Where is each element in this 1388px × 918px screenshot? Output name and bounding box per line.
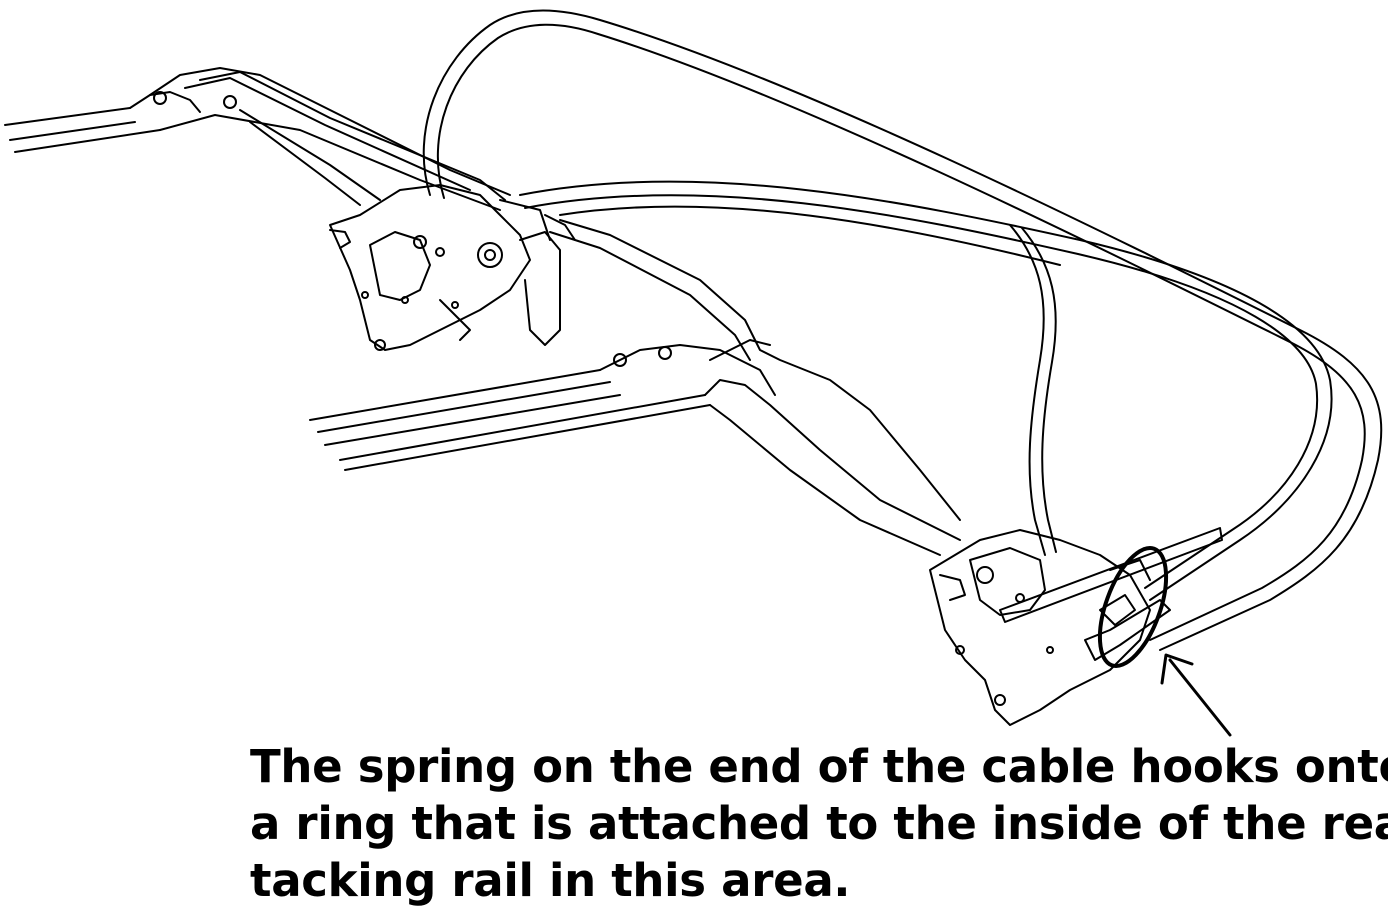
rear-cable <box>1010 225 1056 555</box>
caption-line-3: tacking rail in this area. <box>250 854 851 907</box>
right-pivot-bracket <box>930 528 1222 725</box>
left-pivot-bracket <box>330 185 560 350</box>
caption-line-1: The spring on the end of the cable hooks… <box>250 740 1388 793</box>
caption: The spring on the end of the cable hooks… <box>250 738 1388 909</box>
highlight-circle <box>1086 540 1179 675</box>
left-front-rail <box>5 68 510 210</box>
pointer-arrow <box>1162 655 1230 735</box>
rear-bow-hoop <box>424 10 1382 650</box>
middle-bow <box>520 182 1332 600</box>
caption-line-2: a ring that is attached to the inside of… <box>250 797 1388 850</box>
right-front-rail <box>310 215 960 555</box>
